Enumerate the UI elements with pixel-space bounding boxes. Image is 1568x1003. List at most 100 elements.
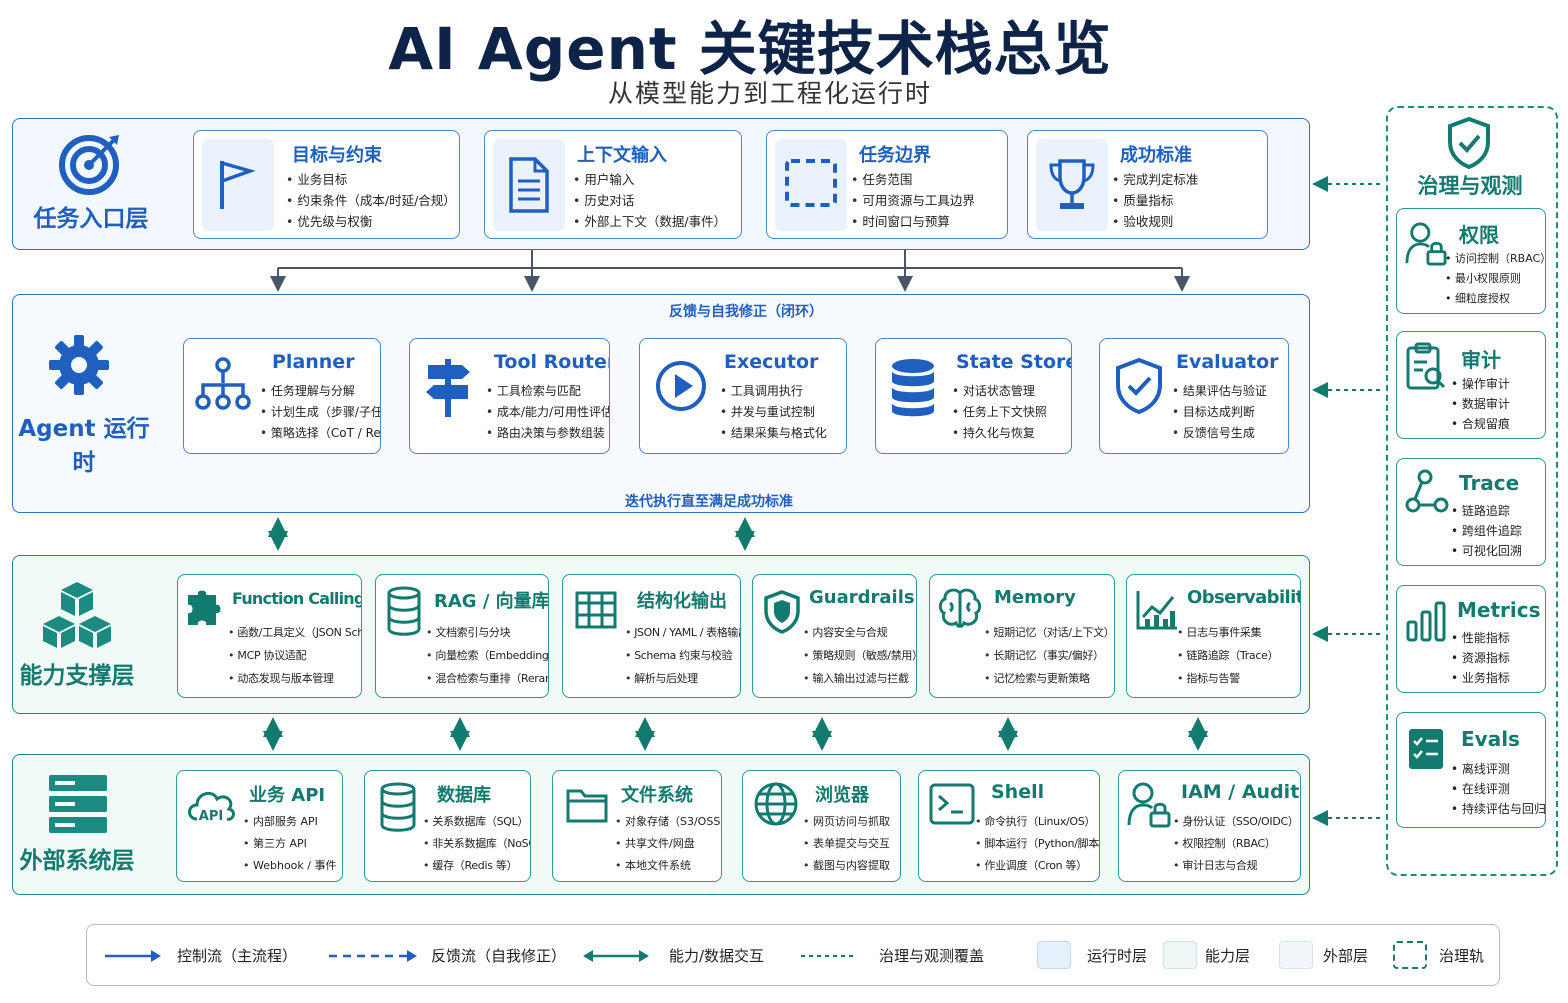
- card-context[interactable]: 上下文输入 用户输入 历史对话 外部上下文（数据/事件）: [484, 130, 742, 239]
- server-icon: [49, 775, 107, 833]
- card-item: 表单提交与交互: [803, 833, 890, 855]
- gov-card-title: Trace: [1459, 471, 1520, 495]
- trace-icon: [1405, 469, 1449, 513]
- card-item: 策略选择（CoT / ReAct）: [260, 423, 380, 444]
- card-item: 身份认证（SSO/OIDC）: [1173, 811, 1298, 833]
- card-item: 脚本运行（Python/脚本）: [975, 833, 1099, 855]
- document-icon: [509, 157, 549, 213]
- cubes-icon: [43, 582, 111, 648]
- card-item: 对话状态管理: [952, 381, 1047, 402]
- card-item: 作业调度（Cron 等）: [975, 855, 1099, 877]
- gov-item: 链路追踪: [1451, 501, 1522, 521]
- checklist-icon: [1409, 729, 1443, 769]
- card-title: Guardrails: [809, 587, 915, 608]
- card-guardrails[interactable]: Guardrails 内容安全与合规 策略规则（敏感/禁用） 输入输出过滤与拦截: [752, 574, 917, 698]
- card-executor[interactable]: Executor 工具调用执行 并发与重试控制 结果采集与格式化: [639, 338, 847, 454]
- card-title: Planner: [272, 351, 355, 373]
- gov-card-metrics[interactable]: Metrics 性能指标 资源指标 业务指标: [1396, 585, 1546, 693]
- card-item: 任务理解与分解: [260, 381, 380, 402]
- card-iam-audit[interactable]: IAM / Audit 身份认证（SSO/OIDC） 权限控制（RBAC） 审计…: [1118, 770, 1301, 882]
- clipboard-search-icon: [1406, 342, 1446, 390]
- gov-card-evals[interactable]: Evals 离线评测 在线评测 持续评估与回归: [1396, 712, 1546, 828]
- card-item: 关系数据库（SQL）: [423, 811, 530, 833]
- legend-label: 运行时层: [1087, 947, 1148, 965]
- shield-check-icon: [1448, 116, 1490, 170]
- card-item: 对象存储（S3/OSS）: [615, 811, 721, 833]
- card-title: 浏览器: [815, 785, 869, 806]
- card-title: 结构化输出: [637, 591, 727, 612]
- card-function-calling[interactable]: Function Calling / MCP 函数/工具定义（JSON Sche…: [177, 574, 362, 698]
- card-evaluator[interactable]: Evaluator 结果评估与验证 目标达成判断 反馈信号生成: [1099, 338, 1289, 454]
- card-items: JSON / YAML / 表格输出 Schema 约束与校验 解析与后处理: [625, 621, 740, 690]
- governance-title: 治理与观测: [1417, 174, 1523, 198]
- card-business-api[interactable]: API 业务 API 内部服务 API 第三方 API Webhook / 事件: [176, 770, 343, 882]
- card-item: 本地文件系统: [615, 855, 721, 877]
- cloud-api-icon: API: [188, 791, 235, 824]
- card-item: 并发与重试控制: [720, 402, 827, 423]
- card-title: 数据库: [437, 785, 491, 806]
- gov-item: 资源指标: [1451, 648, 1510, 668]
- legend-label: 能力层: [1205, 947, 1251, 965]
- card-title: 任务边界: [859, 145, 931, 166]
- card-tool-router[interactable]: Tool Router 工具检索与匹配 成本/能力/可用性评估 路由决策与参数组…: [409, 338, 610, 454]
- card-items: 内容安全与合规 策略规则（敏感/禁用） 输入输出过滤与拦截: [803, 621, 916, 690]
- card-database[interactable]: 数据库 关系数据库（SQL） 非关系数据库（NoSQL） 缓存（Redis 等）: [364, 770, 531, 882]
- flag-icon: [220, 160, 256, 209]
- card-items: 工具调用执行 并发与重试控制 结果采集与格式化: [720, 381, 827, 444]
- card-title: 业务 API: [249, 785, 326, 806]
- legend-label: 能力/数据交互: [669, 947, 765, 965]
- card-boundary[interactable]: 任务边界 任务范围 可用资源与工具边界 时间窗口与预算: [766, 130, 1008, 239]
- cloud-api-label: API: [199, 809, 223, 824]
- card-title: Tool Router: [494, 351, 610, 373]
- card-item: 时间窗口与预算: [851, 211, 975, 232]
- card-item: 任务上下文快照: [952, 402, 1047, 423]
- card-item: 历史对话: [573, 190, 726, 211]
- card-title: State Store: [956, 351, 1072, 373]
- card-items: 对话状态管理 任务上下文快照 持久化与恢复: [952, 381, 1047, 444]
- database-icon: [387, 586, 421, 636]
- card-success-criteria[interactable]: 成功标准 完成判定标准 质量指标 验收规则: [1027, 130, 1268, 239]
- legend-swatch-runtime: [1037, 941, 1071, 969]
- gov-card-items: 离线评测 在线评测 持续评估与回归: [1451, 759, 1546, 819]
- card-structured-output[interactable]: 结构化输出 JSON / YAML / 表格输出 Schema 约束与校验 解析…: [562, 574, 741, 698]
- gov-card-audit[interactable]: 审计 操作审计 数据审计 合规留痕: [1396, 331, 1546, 439]
- gov-item: 在线评测: [1451, 779, 1546, 799]
- card-item: 网页访问与抓取: [803, 811, 890, 833]
- gov-item: 业务指标: [1451, 668, 1510, 688]
- card-item: 约束条件（成本/时延/合规）: [286, 190, 455, 211]
- card-item: JSON / YAML / 表格输出: [625, 621, 740, 644]
- layer-label: Agent 运行时: [18, 416, 150, 476]
- card-goals[interactable]: 目标与约束 业务目标 约束条件（成本/时延/合规） 优先级与权衡: [193, 130, 460, 239]
- card-state-store[interactable]: State Store 对话状态管理 任务上下文快照 持久化与恢复: [875, 338, 1072, 454]
- card-items: 任务理解与分解 计划生成（步骤/子任务） 策略选择（CoT / ReAct）: [260, 381, 380, 444]
- card-item: 日志与事件采集: [1177, 621, 1278, 644]
- card-shell[interactable]: Shell 命令执行（Linux/OS） 脚本运行（Python/脚本） 作业调…: [918, 770, 1100, 882]
- card-item: 可用资源与工具边界: [851, 190, 975, 211]
- gov-card-permission[interactable]: 权限 访问控制（RBAC） 最小权限原则 细粒度授权: [1396, 208, 1551, 314]
- card-item: 命令执行（Linux/OS）: [975, 811, 1099, 833]
- bar-chart-icon: [1406, 601, 1446, 642]
- card-item: 函数/工具定义（JSON Schema）: [228, 621, 361, 644]
- card-file-system[interactable]: 文件系统 对象存储（S3/OSS） 共享文件/网盘 本地文件系统: [552, 770, 722, 882]
- card-title: Executor: [724, 351, 819, 373]
- layer-label: 外部系统层: [19, 848, 135, 874]
- card-item: 质量指标: [1112, 190, 1198, 211]
- card-title: Function Calling / MCP: [232, 589, 362, 608]
- legend-label: 治理轨: [1439, 947, 1485, 965]
- card-rag[interactable]: RAG / 向量库 文档索引与分块 向量检索（Embedding） 混合检索与重…: [375, 574, 549, 698]
- gov-card-trace[interactable]: Trace 链路追踪 跨组件追踪 可视化回溯: [1396, 458, 1546, 566]
- card-item: 工具调用执行: [720, 381, 827, 402]
- card-observability[interactable]: Observability 日志与事件采集 链路追踪（Trace） 指标与告警: [1126, 574, 1301, 698]
- database-icon: [380, 782, 416, 832]
- gov-item: 访问控制（RBAC）: [1445, 249, 1551, 269]
- card-browser[interactable]: 浏览器 网页访问与抓取 表单提交与交互 截图与内容提取: [742, 770, 901, 882]
- gov-card-items: 链路追踪 跨组件追踪 可视化回溯: [1451, 501, 1522, 561]
- card-item: 路由决策与参数组装: [486, 423, 609, 444]
- card-title: Evaluator: [1176, 351, 1279, 373]
- gov-card-items: 操作审计 数据审计 合规留痕: [1451, 374, 1510, 434]
- card-item: 优先级与权衡: [286, 211, 456, 232]
- card-planner[interactable]: Planner 任务理解与分解 计划生成（步骤/子任务） 策略选择（CoT / …: [183, 338, 381, 454]
- card-memory[interactable]: Memory 短期记忆（对话/上下文） 长期记忆（事实/偏好） 记忆检索与更新策…: [929, 574, 1115, 698]
- card-title: 上下文输入: [577, 145, 667, 166]
- shield-check-icon: [1116, 357, 1162, 415]
